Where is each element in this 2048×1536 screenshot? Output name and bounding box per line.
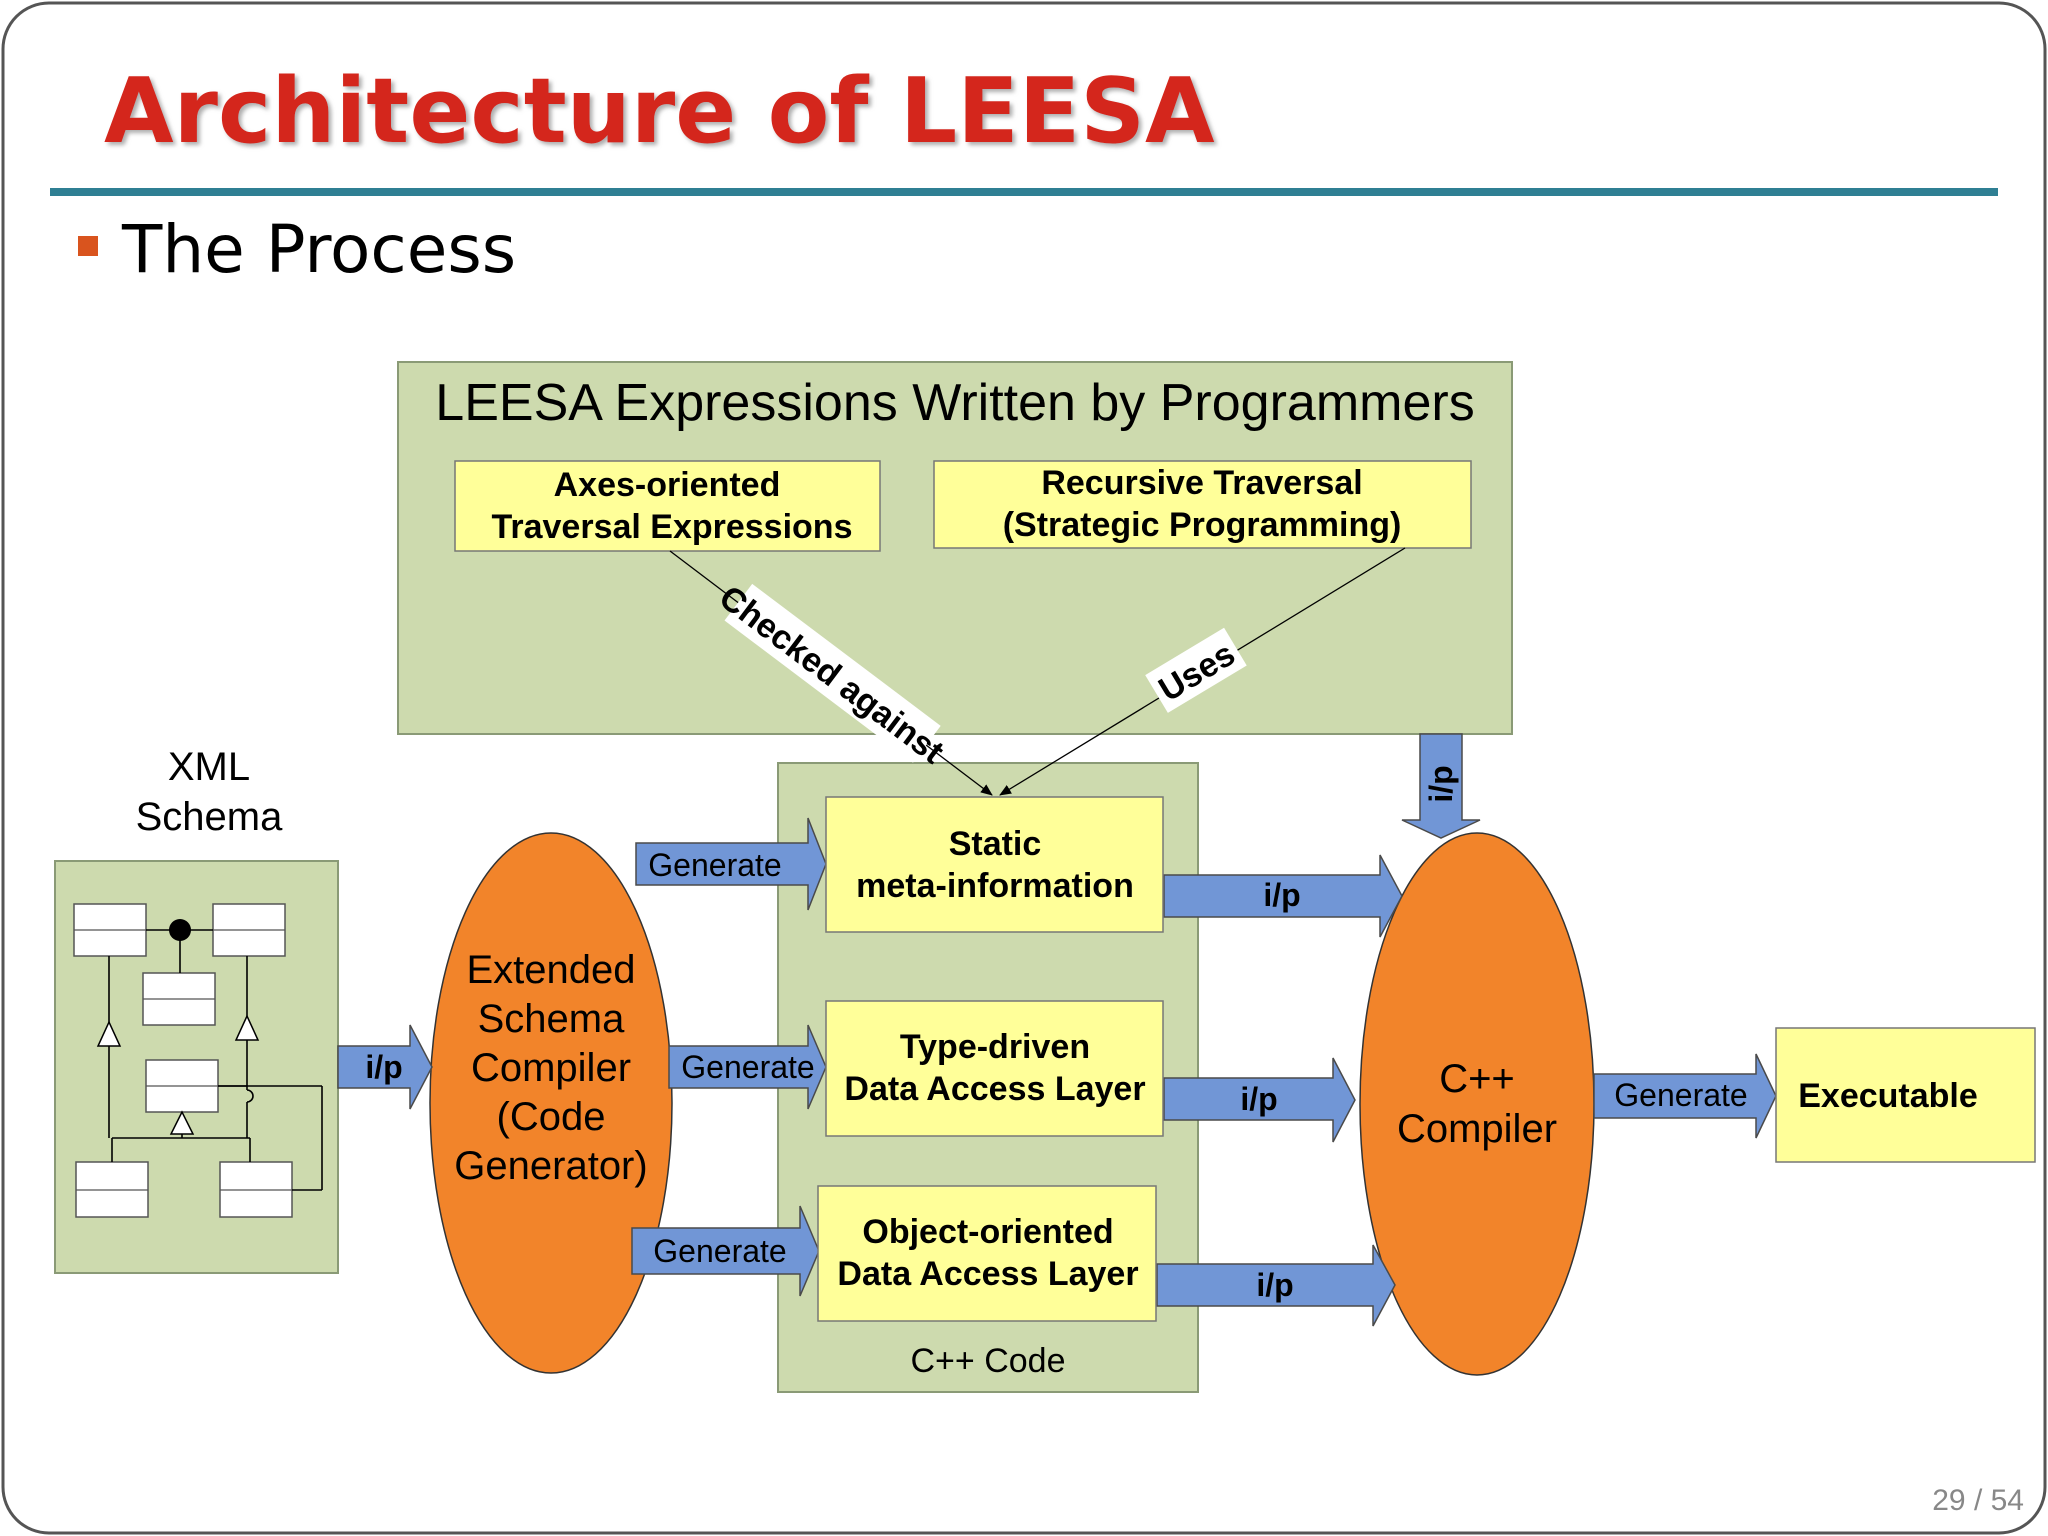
axes-traversal-line2: Traversal Expressions [491, 508, 852, 546]
bullet-text: The Process [121, 211, 516, 288]
slide-title: Architecture of LEESA [104, 59, 1215, 164]
type-driven-line1: Type-driven [900, 1028, 1090, 1066]
object-oriented-line1: Object-oriented [862, 1213, 1113, 1251]
generate-type-driven-arrow [668, 1024, 827, 1110]
schema-compiler-line2: Schema [478, 997, 625, 1041]
object-oriented-to-compiler-label: i/p [1256, 1267, 1293, 1303]
xml-to-compiler-arrow [337, 1024, 433, 1110]
static-meta-box [825, 796, 1164, 933]
object-oriented-to-compiler-arrow [1156, 1244, 1396, 1327]
expressions-to-compiler-label: i/p [1423, 765, 1459, 802]
object-oriented-line2: Data Access Layer [837, 1255, 1138, 1293]
recursive-traversal-line1: Recursive Traversal [1041, 464, 1362, 502]
recursive-traversal-box [933, 460, 1472, 549]
cpp-code-label: C++ Code [911, 1342, 1066, 1380]
compiler-to-executable-arrow [1593, 1053, 1777, 1139]
page-number: 29 / 54 [1932, 1484, 2024, 1517]
type-driven-line2: Data Access Layer [844, 1070, 1145, 1108]
object-oriented-box [817, 1185, 1157, 1322]
xml-to-compiler-label: i/p [365, 1049, 402, 1085]
executable-box [1775, 1027, 2036, 1163]
xml-schema-diagram [54, 860, 339, 1274]
recursive-traversal-line2: (Strategic Programming) [1003, 506, 1402, 544]
xml-schema-label-line2: Schema [136, 795, 283, 839]
bullet-marker [78, 236, 98, 256]
type-driven-box [825, 1000, 1164, 1137]
static-meta-line1: Static [949, 825, 1042, 863]
generate-static-meta-label: Generate [648, 847, 781, 883]
schema-compiler-line3: Compiler [471, 1046, 631, 1090]
cpp-compiler-line1: C++ [1439, 1057, 1515, 1101]
executable-label: Executable [1798, 1077, 1978, 1115]
static-meta-line2: meta-information [856, 867, 1134, 905]
cpp-compiler-ellipse [1359, 832, 1595, 1376]
generate-object-oriented-arrow [631, 1205, 820, 1297]
expressions-box-title: LEESA Expressions Written by Programmers [435, 374, 1474, 432]
schema-compiler-line4: (Code [497, 1095, 606, 1139]
static-meta-to-compiler-arrow [1163, 854, 1403, 938]
cpp-compiler-line2: Compiler [1397, 1107, 1557, 1151]
xml-schema-label-line1: XML [168, 745, 250, 789]
axes-traversal-line1: Axes-oriented [554, 466, 781, 504]
schema-compiler-line5: Generator) [454, 1144, 647, 1188]
static-meta-to-compiler-label: i/p [1263, 877, 1300, 913]
generate-type-driven-label: Generate [681, 1049, 814, 1085]
schema-compiler-line1: Extended [466, 948, 635, 992]
type-driven-to-compiler-arrow [1163, 1057, 1356, 1143]
generate-static-meta-arrow [635, 817, 827, 911]
title-rule [50, 188, 1998, 196]
generate-object-oriented-label: Generate [653, 1233, 786, 1269]
compiler-to-executable-label: Generate [1614, 1077, 1747, 1113]
axes-traversal-box [454, 460, 881, 552]
schema-compiler-ellipse [429, 832, 673, 1374]
type-driven-to-compiler-label: i/p [1240, 1081, 1277, 1117]
expressions-to-compiler-arrow [1401, 733, 1481, 839]
